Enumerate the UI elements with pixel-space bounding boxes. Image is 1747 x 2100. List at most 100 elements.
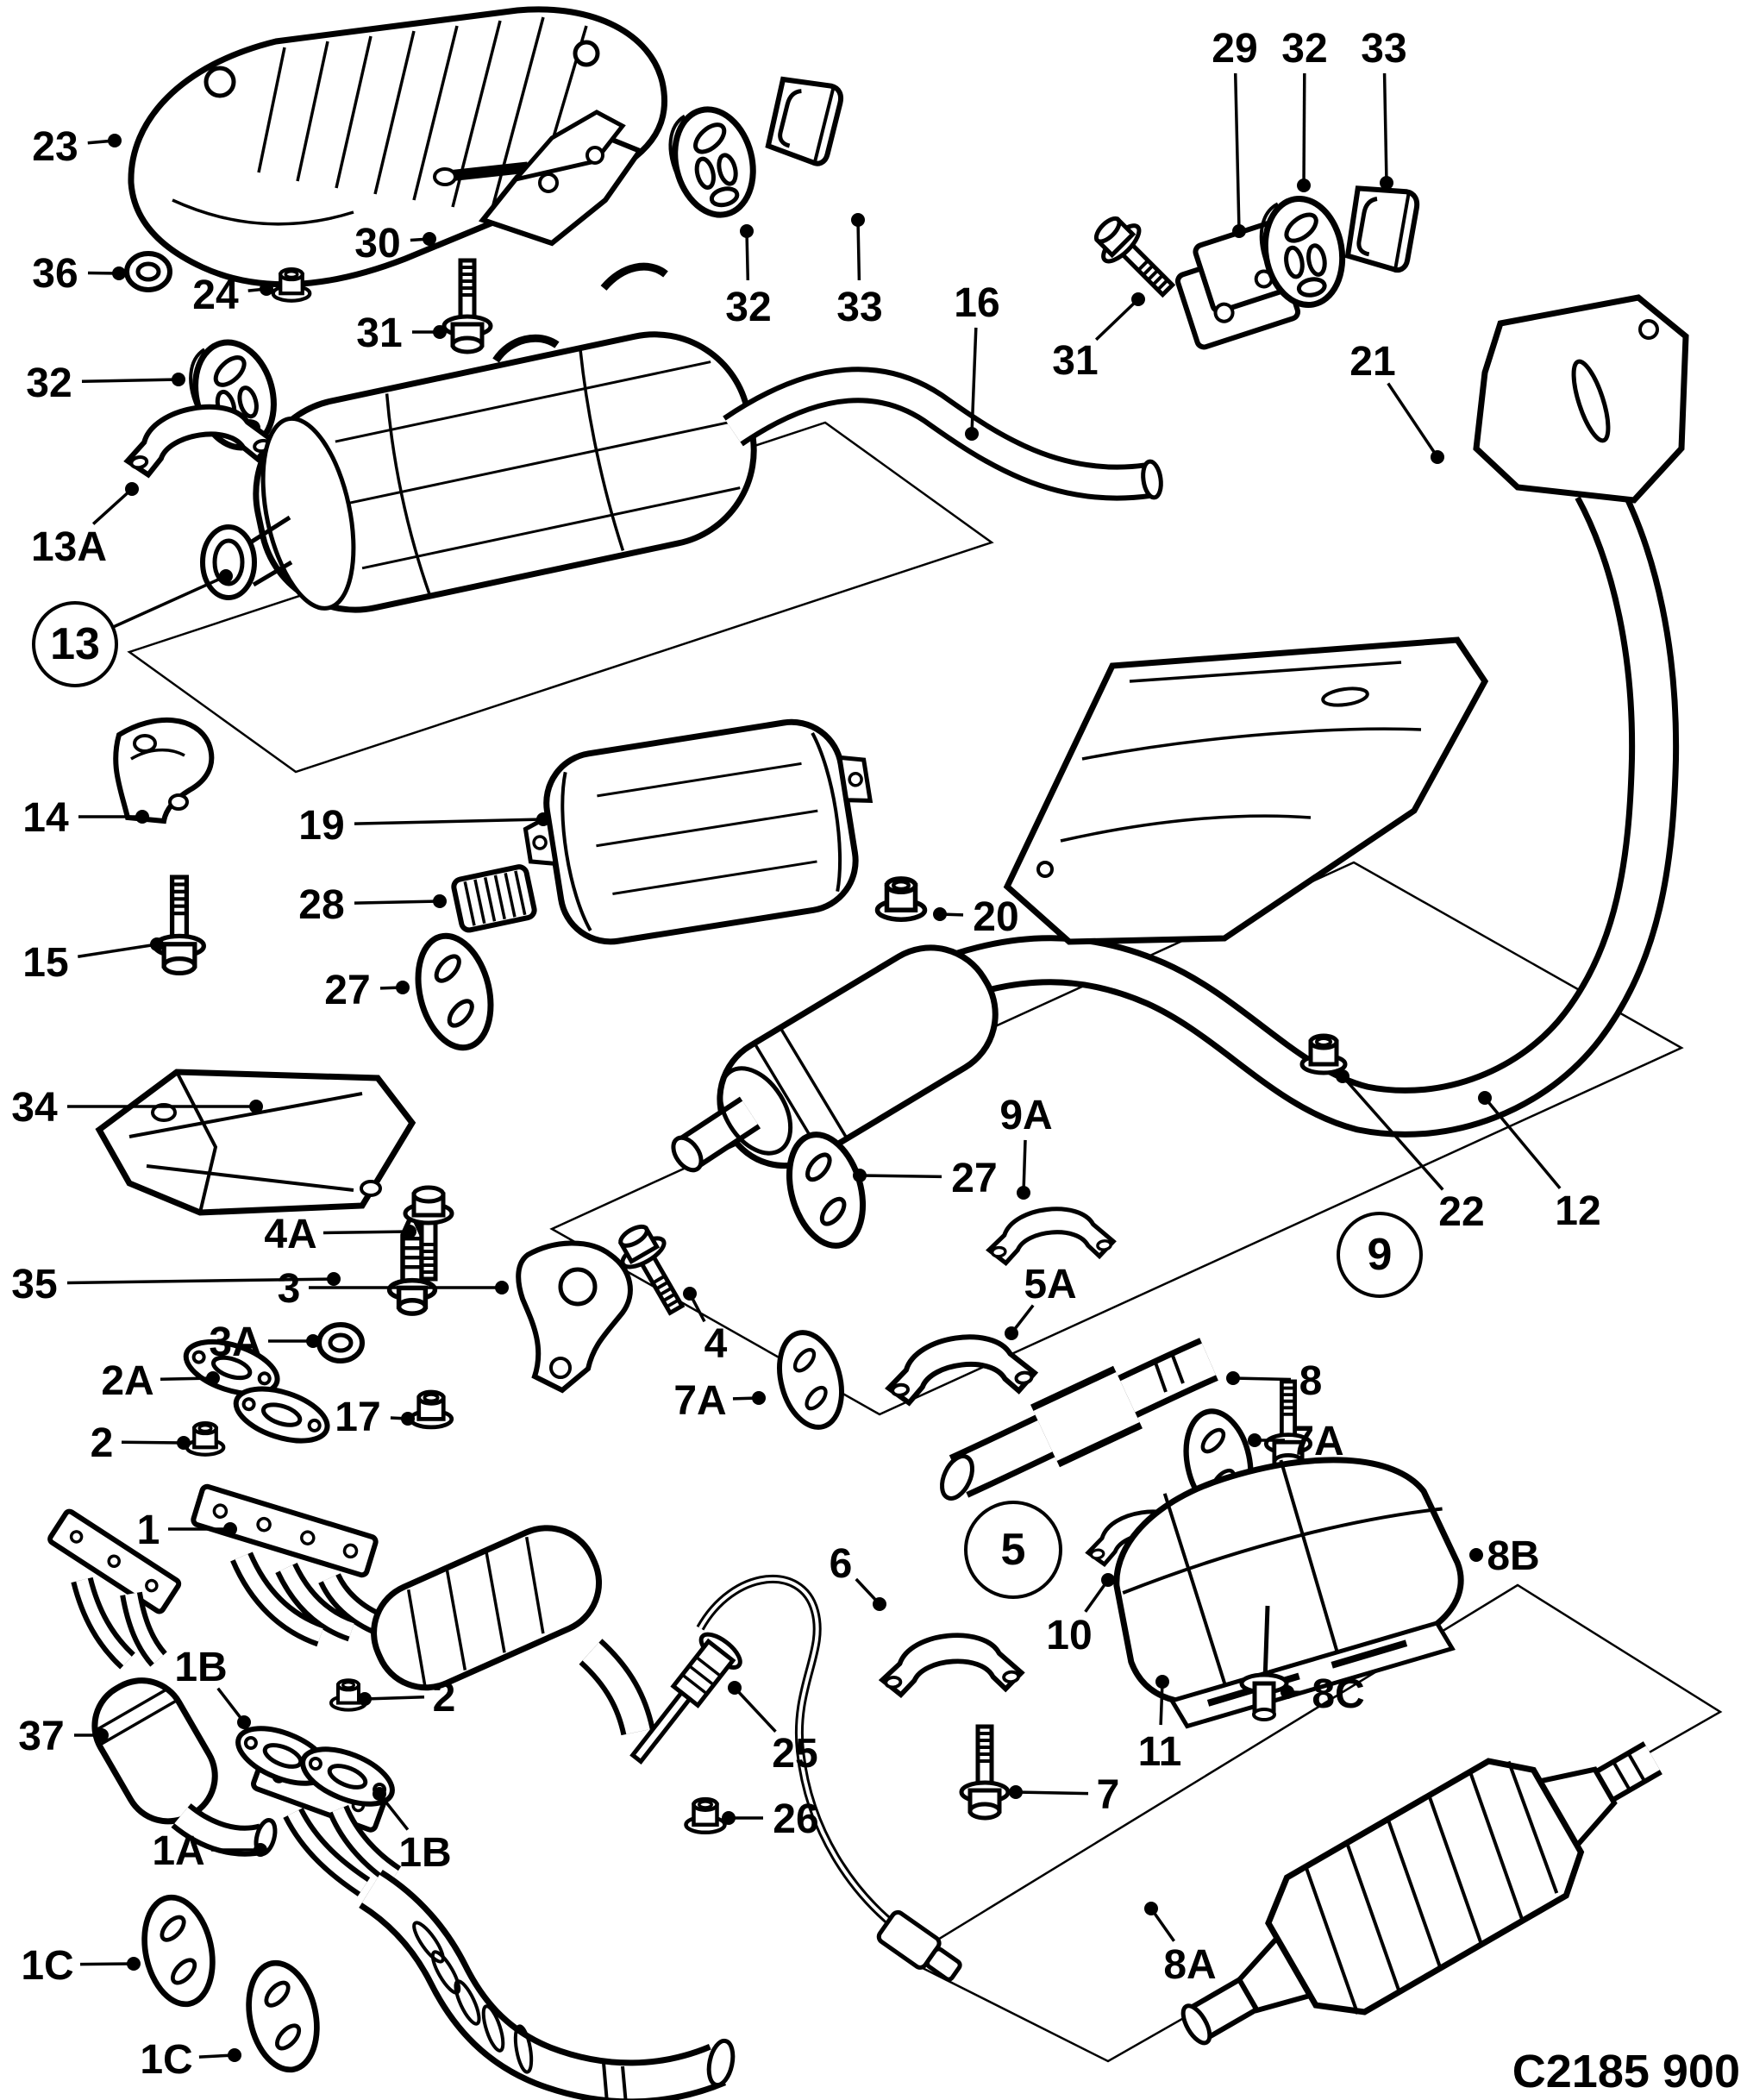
part-number-label: 21 bbox=[1349, 339, 1395, 385]
leader-dot bbox=[219, 569, 233, 583]
callout-32-27: 32 bbox=[725, 224, 772, 330]
callout-8B-41: 8B bbox=[1469, 1533, 1540, 1579]
nut-24 bbox=[273, 269, 310, 301]
part-number-label: 9 bbox=[1368, 1230, 1393, 1280]
part-number-label: 20 bbox=[973, 894, 1018, 940]
leader-line bbox=[745, 230, 750, 281]
leader-line bbox=[364, 1696, 425, 1701]
callout-8A-55: 8A bbox=[1144, 1902, 1217, 1988]
callout-13-7: 13 bbox=[32, 569, 233, 687]
callout-8C-49: 8C bbox=[1281, 1671, 1365, 1717]
leader-line bbox=[1015, 1790, 1089, 1796]
part-number-label: 9A bbox=[999, 1093, 1052, 1138]
part-number-label: 1C bbox=[140, 2037, 192, 2083]
leader-dot bbox=[177, 1436, 191, 1450]
leader-line bbox=[79, 1962, 135, 1966]
callout-36-1: 36 bbox=[32, 251, 126, 297]
callout-2A-32: 2A bbox=[101, 1358, 220, 1404]
leader-dot bbox=[873, 1597, 886, 1611]
part-number-label: 33 bbox=[1361, 26, 1406, 72]
leader-dot bbox=[728, 1681, 742, 1695]
callout-25-50: 25 bbox=[728, 1681, 818, 1777]
leader-dot bbox=[683, 1287, 697, 1301]
part-number-label: 35 bbox=[11, 1262, 57, 1307]
part-number-label: 7A bbox=[673, 1378, 726, 1424]
part-number-label: 32 bbox=[26, 360, 72, 406]
callout-29-22: 29 bbox=[1212, 26, 1258, 238]
callout-16-21: 16 bbox=[954, 280, 1000, 441]
leader-dot bbox=[1017, 1186, 1030, 1200]
callout-11-48: 11 bbox=[1138, 1675, 1182, 1775]
callout-12-19: 12 bbox=[1478, 1091, 1601, 1234]
leader-dot bbox=[1226, 1371, 1240, 1385]
push-pin-8C bbox=[1239, 1605, 1289, 1721]
part-number-label: 1C bbox=[21, 1943, 73, 1989]
callout-30-3: 30 bbox=[354, 221, 436, 266]
callout-1-42: 1 bbox=[137, 1508, 237, 1553]
callout-8-39: 8 bbox=[1226, 1358, 1322, 1404]
callout-34-13: 34 bbox=[11, 1085, 263, 1131]
part-number-label: 29 bbox=[1212, 26, 1257, 72]
part-number-label: 11 bbox=[1138, 1729, 1182, 1775]
part-number-label: 34 bbox=[11, 1085, 58, 1131]
leader-dot bbox=[423, 232, 436, 246]
callout-7A-40: 7A bbox=[1248, 1419, 1344, 1464]
leader-dot bbox=[1131, 292, 1145, 306]
damper-block-28 bbox=[451, 864, 537, 933]
callout-1B-54: 1B bbox=[373, 1787, 452, 1876]
leader-dot bbox=[254, 1843, 267, 1857]
part-number-label: 8B bbox=[1487, 1533, 1539, 1579]
engine-bracket-3 bbox=[516, 1240, 633, 1394]
part-number-label: 19 bbox=[298, 803, 344, 849]
leader-line bbox=[112, 574, 227, 629]
leader-dot bbox=[228, 2048, 241, 2062]
section-circle bbox=[32, 601, 118, 687]
part-number-label: 22 bbox=[1438, 1189, 1484, 1235]
part-number-label: 2 bbox=[91, 1420, 114, 1466]
callout-1B-46: 1B bbox=[174, 1645, 251, 1729]
heat-shield-8B bbox=[1113, 1457, 1464, 1729]
part-number-label: 23 bbox=[32, 124, 78, 170]
middle-muffler bbox=[671, 944, 999, 1173]
part-number-label: 24 bbox=[192, 273, 239, 318]
leader-dot bbox=[95, 1728, 109, 1742]
part-number-label: 25 bbox=[772, 1731, 817, 1777]
part-number-label: 26 bbox=[773, 1796, 818, 1842]
part-number-label: 13 bbox=[50, 619, 100, 669]
leader-dot bbox=[125, 482, 139, 496]
part-number-label: 3 bbox=[278, 1266, 301, 1312]
callout-35-14: 35 bbox=[11, 1262, 341, 1307]
leader-line bbox=[1483, 1096, 1562, 1190]
leader-line bbox=[378, 1792, 410, 1831]
downpipe-21-and-pipe-12 bbox=[946, 294, 1689, 1138]
callout-19-10: 19 bbox=[298, 803, 550, 849]
tailpipe-16 bbox=[723, 367, 1163, 501]
bracket-14 bbox=[113, 717, 215, 824]
leader-line bbox=[78, 943, 158, 958]
leader-line bbox=[216, 1687, 246, 1724]
leader-line bbox=[354, 818, 544, 825]
nut-26 bbox=[686, 1799, 725, 1833]
leader-dot bbox=[223, 1522, 237, 1536]
leader-dot bbox=[260, 282, 273, 296]
hanger-clip-33-right bbox=[1345, 184, 1419, 272]
part-number-label: 31 bbox=[356, 310, 402, 356]
callout-10-44: 10 bbox=[1046, 1573, 1115, 1658]
part-number-label: 13A bbox=[31, 524, 107, 570]
part-number-label: 37 bbox=[18, 1714, 64, 1759]
callout-1C-57: 1C bbox=[140, 2037, 241, 2083]
part-number-label: 8C bbox=[1312, 1671, 1364, 1717]
callout-1C-56: 1C bbox=[21, 1943, 141, 1989]
part-number-label: 33 bbox=[836, 285, 882, 330]
callout-27-16: 27 bbox=[853, 1156, 998, 1201]
leader-line bbox=[859, 1174, 942, 1179]
washer-3A bbox=[319, 1325, 362, 1361]
callout-4A-29: 4A bbox=[264, 1212, 416, 1257]
leader-dot bbox=[752, 1391, 766, 1405]
part-number-label: 27 bbox=[951, 1156, 997, 1201]
leader-dot bbox=[206, 1371, 220, 1385]
part-number-label: 32 bbox=[1281, 26, 1327, 72]
callout-7A-36: 7A bbox=[673, 1378, 766, 1424]
leader-dot bbox=[306, 1334, 320, 1348]
callout-32-23: 32 bbox=[1281, 26, 1328, 192]
